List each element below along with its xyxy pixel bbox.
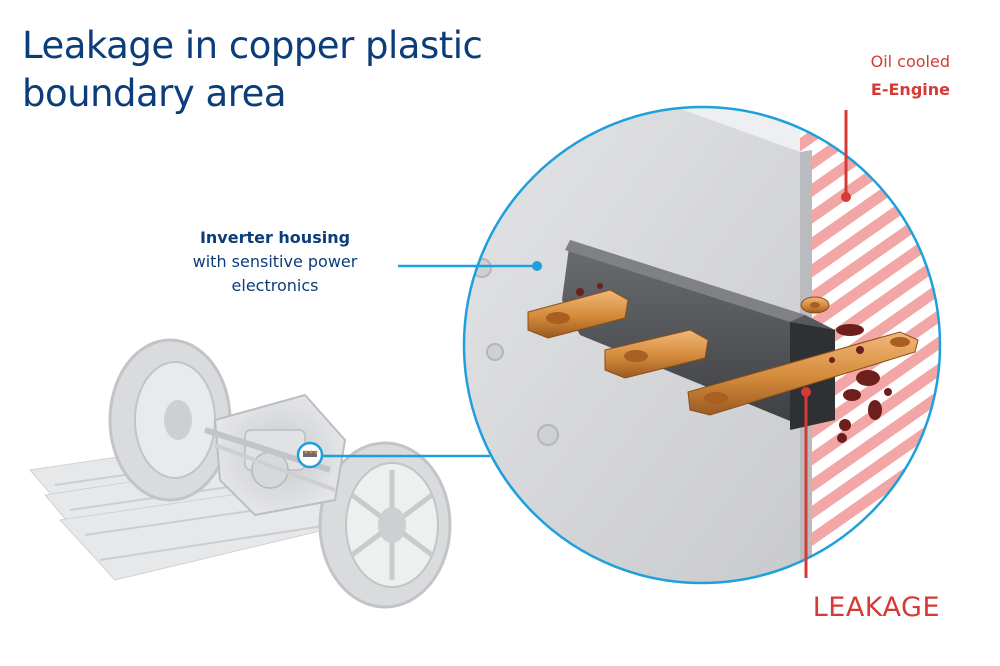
chassis-illustration <box>29 338 452 609</box>
inverter-callout-heading: Inverter housing <box>199 228 351 247</box>
engine-callout-heading: E-Engine <box>870 80 950 99</box>
engine-callout: Oil cooled E-Engine <box>800 48 950 104</box>
engine-callout-line-1: Oil cooled <box>870 52 950 71</box>
title-line-2: boundary area <box>22 72 287 115</box>
engine-leader-dot <box>841 192 851 202</box>
leakage-leader-dot <box>801 387 811 397</box>
title-line-1: Leakage in copper plastic <box>22 24 483 67</box>
wheel-left <box>108 338 232 502</box>
detail-marker <box>296 441 324 469</box>
copper-stud-top <box>800 296 830 314</box>
copper-busbar-2 <box>604 329 709 379</box>
wheel-right <box>318 441 452 609</box>
oil-leakage <box>576 283 892 443</box>
page-title: Leakage in copper plastic boundary area <box>22 22 483 118</box>
magnified-view <box>462 105 942 585</box>
inverter-callout-line-2: with sensitive power <box>192 252 358 271</box>
copper-busbar-1 <box>527 289 629 339</box>
leakage-label: LEAKAGE <box>812 592 940 623</box>
inverter-callout: Inverter housing with sensitive power el… <box>160 226 390 298</box>
inverter-leader-dot <box>532 261 542 271</box>
inverter-callout-line-3: electronics <box>231 276 319 295</box>
